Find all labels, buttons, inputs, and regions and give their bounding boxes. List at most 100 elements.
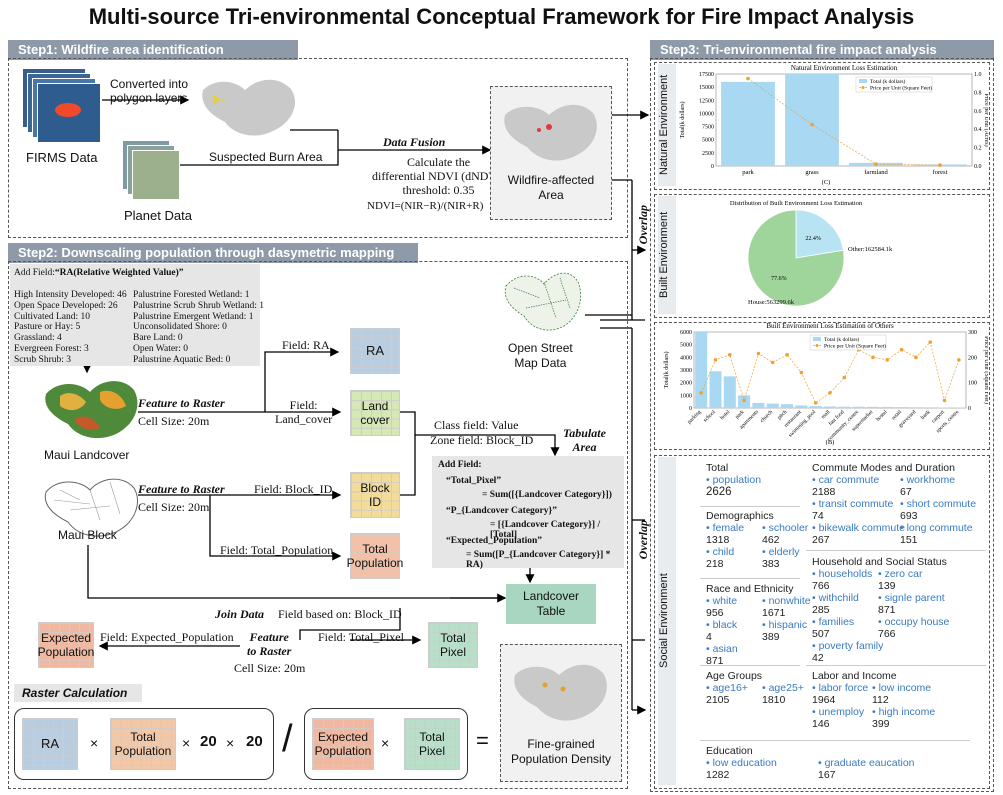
affected-map bbox=[504, 104, 597, 161]
fine-grained-box: Fine-grained Population Density bbox=[500, 644, 622, 782]
bar bbox=[823, 406, 837, 408]
social-divider bbox=[806, 550, 986, 551]
total-pop-tile: Total Population bbox=[347, 533, 403, 579]
y-tick-label: 0 bbox=[689, 406, 692, 412]
firms-label: FIRMS Data bbox=[26, 150, 98, 165]
bar bbox=[709, 371, 722, 408]
bar bbox=[838, 406, 851, 408]
social-key: • occupy house bbox=[878, 616, 950, 628]
social-key: • families bbox=[812, 616, 855, 628]
data-fusion-label: Data Fusion bbox=[383, 135, 446, 149]
price-point bbox=[874, 162, 878, 166]
social-key: • households bbox=[812, 568, 873, 580]
social-value: 399 bbox=[872, 718, 890, 730]
legend-bar-swatch bbox=[859, 79, 867, 83]
social-key: • asian bbox=[706, 643, 738, 655]
affected-label: Wildfire-affected Area bbox=[507, 173, 595, 202]
y2-tick-label: 200 bbox=[968, 355, 977, 361]
weight-item: Open Water: 0 bbox=[133, 343, 188, 354]
rwv-label: “RA(Relative Weighted Value)” bbox=[54, 268, 184, 278]
weight-item: Cultivated Land: 10 bbox=[14, 311, 90, 322]
step2-panel bbox=[8, 261, 628, 789]
social-key: • child bbox=[706, 546, 735, 558]
price-point bbox=[842, 375, 847, 380]
social-key: • withchild bbox=[812, 592, 859, 604]
social-value: 1671 bbox=[762, 607, 786, 619]
pie-slice-label: Other:162584.1k bbox=[848, 246, 893, 253]
affected-box: Wildfire-affected Area bbox=[490, 86, 612, 220]
social-panel bbox=[654, 455, 990, 789]
y2-tick-label: 0.8 bbox=[974, 90, 982, 96]
social-value: 507 bbox=[812, 628, 830, 640]
social-key: • poverty family bbox=[812, 640, 884, 652]
social-key: • bikewalk commute bbox=[812, 522, 905, 534]
bar bbox=[881, 406, 894, 408]
step1-panel bbox=[8, 58, 628, 238]
field-landcover: Field: Land_cover bbox=[275, 398, 333, 426]
built-other-chart: Built Environment Loss Estimation of Oth… bbox=[663, 322, 988, 446]
price-point bbox=[914, 355, 918, 360]
social-value: 871 bbox=[706, 655, 724, 667]
price-point bbox=[871, 355, 875, 360]
weight-item: Pasture or Hay: 5 bbox=[14, 322, 81, 333]
y2-tick-label: 0.4 bbox=[974, 127, 982, 133]
social-key: • hispanic bbox=[762, 619, 808, 631]
social-key: • workhome bbox=[900, 474, 956, 486]
social-value: 1282 bbox=[706, 769, 730, 781]
total-pixel-tile: Total Pixel bbox=[428, 622, 478, 668]
legend-entry: Price per Unit (Square Feet) bbox=[870, 85, 932, 92]
y-tick-label: 4000 bbox=[680, 355, 692, 361]
social-divider bbox=[700, 578, 800, 579]
add-field-box: Add Field: “Total_Pixel” = Sum([{Landcov… bbox=[432, 456, 624, 570]
x-tick-label: church bbox=[759, 409, 774, 424]
step3-header: Step3: Tri-environmental fire impact ana… bbox=[650, 40, 994, 60]
x-tick-label: park bbox=[734, 409, 745, 420]
social-key: • zero car bbox=[878, 568, 923, 580]
formula-expr: = Sum([{Landcover Category}]) bbox=[482, 490, 612, 500]
price-line bbox=[747, 78, 941, 166]
x-tick-label: school bbox=[702, 409, 717, 424]
y-tick-label: 10000 bbox=[699, 111, 714, 117]
social-key: • low education bbox=[706, 757, 777, 769]
social-value: 766 bbox=[812, 580, 830, 592]
y-axis-label: Total(k dollars) bbox=[663, 351, 670, 388]
social-heading: Labor and Income bbox=[812, 670, 897, 682]
firms-image bbox=[22, 68, 102, 143]
overlap-label-2: Overlap bbox=[636, 520, 650, 560]
chart-title: Distribution of Built Environment Loss E… bbox=[730, 200, 863, 207]
built-panel bbox=[654, 194, 990, 318]
social-item: • age16+2105 bbox=[706, 682, 748, 706]
social-side-label: Social Environment bbox=[658, 457, 676, 785]
bar bbox=[695, 332, 708, 408]
price-point bbox=[813, 401, 818, 405]
legend-point-swatch bbox=[861, 86, 865, 89]
field-ra: Field: RA bbox=[282, 338, 330, 352]
step2-header: Step2: Downscaling population through da… bbox=[8, 243, 418, 263]
price-point bbox=[713, 358, 718, 362]
ndvi-formula: NDVI=(NIR−R)/(NIR+R) bbox=[367, 200, 484, 212]
social-value: 383 bbox=[762, 558, 780, 570]
legend-point-swatch bbox=[815, 344, 819, 347]
osm-map bbox=[504, 272, 581, 331]
social-value: 139 bbox=[878, 580, 896, 592]
social-heading: Total bbox=[706, 462, 729, 474]
price-point bbox=[756, 351, 761, 356]
y2-tick-label: 1.0 bbox=[974, 72, 982, 78]
social-key: • transit commute bbox=[812, 498, 894, 510]
social-key: • graduate eaucation bbox=[818, 757, 915, 769]
social-value: 146 bbox=[812, 718, 830, 730]
cell-size-3: Cell Size: 20m bbox=[234, 661, 306, 675]
social-value: 693 bbox=[900, 510, 918, 522]
social-value: 151 bbox=[900, 534, 918, 546]
